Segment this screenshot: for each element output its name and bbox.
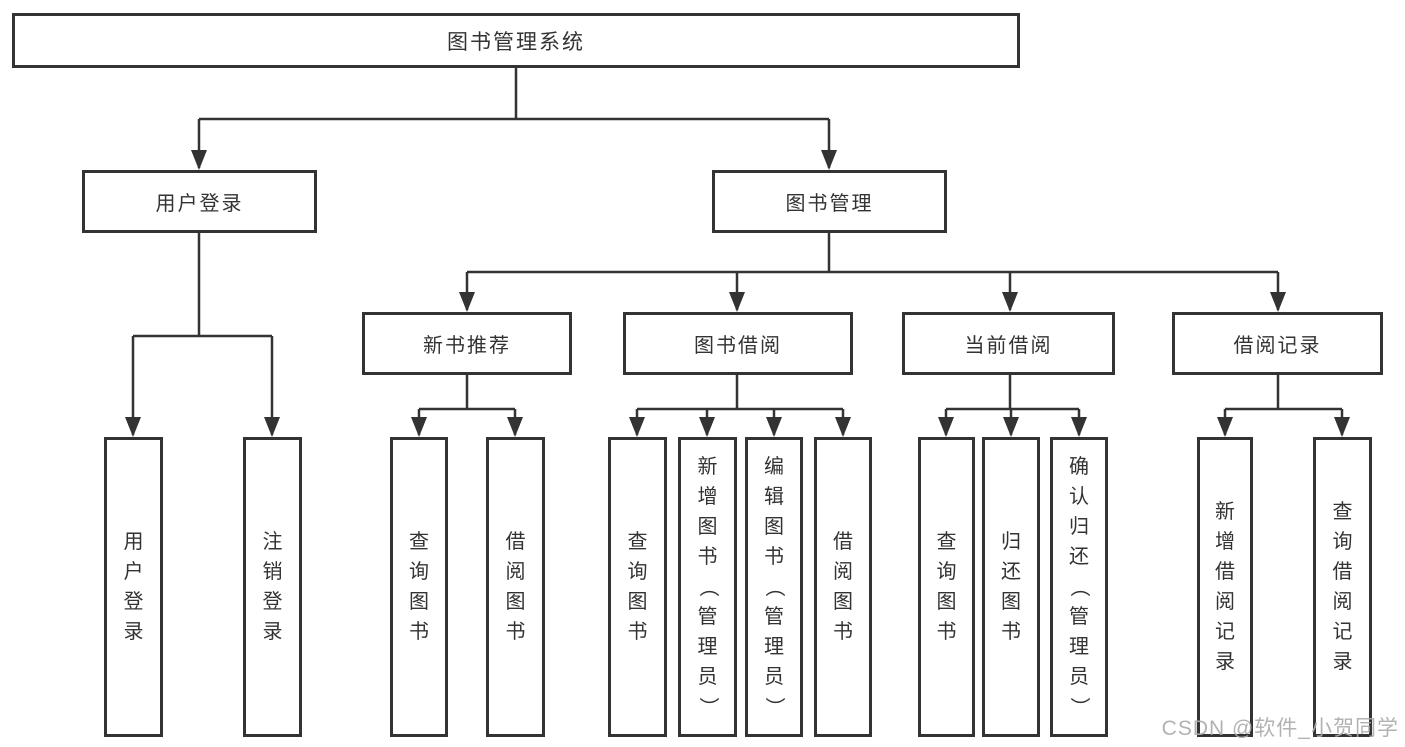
edges-book-borrow [629, 375, 851, 437]
node-leaf-logout: 注销登录 [243, 437, 302, 737]
node-leaf-query-borrow-record: 查询借阅记录 [1313, 437, 1372, 737]
node-leaf-add-borrow-record: 新增借阅记录 [1197, 437, 1253, 737]
edges-borrow-record [1217, 375, 1350, 437]
node-library-management-system: 图书管理系统 [12, 13, 1020, 68]
node-new-book-recommend: 新书推荐 [362, 312, 572, 375]
node-current-borrow: 当前借阅 [902, 312, 1115, 375]
edges-root [191, 68, 837, 170]
node-user-login: 用户登录 [82, 170, 317, 233]
node-leaf-query-book-2: 查询图书 [608, 437, 667, 737]
node-leaf-borrow-book-2: 借阅图书 [814, 437, 872, 737]
node-book-borrow: 图书借阅 [623, 312, 853, 375]
edges-book-management [459, 233, 1286, 312]
node-leaf-edit-book-admin: 编辑图书（管理员） [745, 437, 803, 737]
csdn-watermark: CSDN @软件_小贺同学 [1161, 717, 1399, 740]
node-leaf-confirm-return: 确认归还（管理员） [1050, 437, 1108, 737]
node-leaf-borrow-book-1: 借阅图书 [486, 437, 545, 737]
node-leaf-query-book-3: 查询图书 [918, 437, 975, 737]
edges-new-book [411, 375, 523, 437]
node-borrow-record: 借阅记录 [1172, 312, 1383, 375]
node-leaf-return-book: 归还图书 [982, 437, 1040, 737]
edges-user-login [125, 233, 280, 437]
node-leaf-query-book-1: 查询图书 [390, 437, 448, 737]
node-leaf-add-book-admin: 新增图书（管理员） [678, 437, 737, 737]
edges-current-borrow [938, 375, 1087, 437]
node-book-management: 图书管理 [712, 170, 947, 233]
node-leaf-user-login: 用户登录 [104, 437, 163, 737]
